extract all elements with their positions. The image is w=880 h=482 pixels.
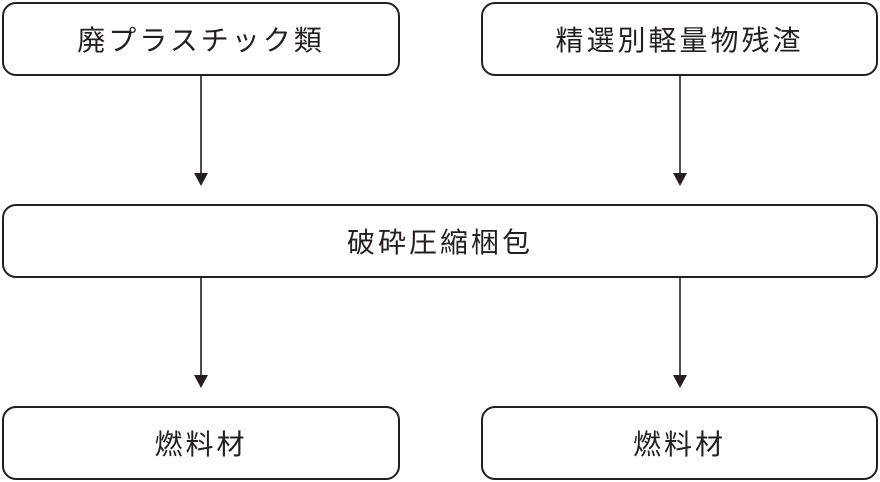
process-label: 破砕圧縮梱包 xyxy=(346,226,533,259)
input-label-light-residue: 精選別軽量物残渣 xyxy=(555,24,804,57)
output-label-fuel-right: 燃料材 xyxy=(632,428,726,461)
input-box-light-residue: 精選別軽量物残渣 xyxy=(481,2,878,76)
process-box-crush-compress-bale: 破砕圧縮梱包 xyxy=(2,204,878,278)
output-box-fuel-left: 燃料材 xyxy=(2,406,400,480)
arrowhead-right-output xyxy=(673,375,687,388)
input-label-waste-plastics: 廃プラスチック類 xyxy=(77,24,325,57)
output-box-fuel-right: 燃料材 xyxy=(481,406,878,480)
output-label-fuel-left: 燃料材 xyxy=(154,428,248,461)
input-box-waste-plastics: 廃プラスチック類 xyxy=(2,2,400,76)
arrowhead-left-input xyxy=(194,173,208,186)
arrowhead-left-output xyxy=(194,375,208,388)
arrowhead-right-input xyxy=(673,173,687,186)
